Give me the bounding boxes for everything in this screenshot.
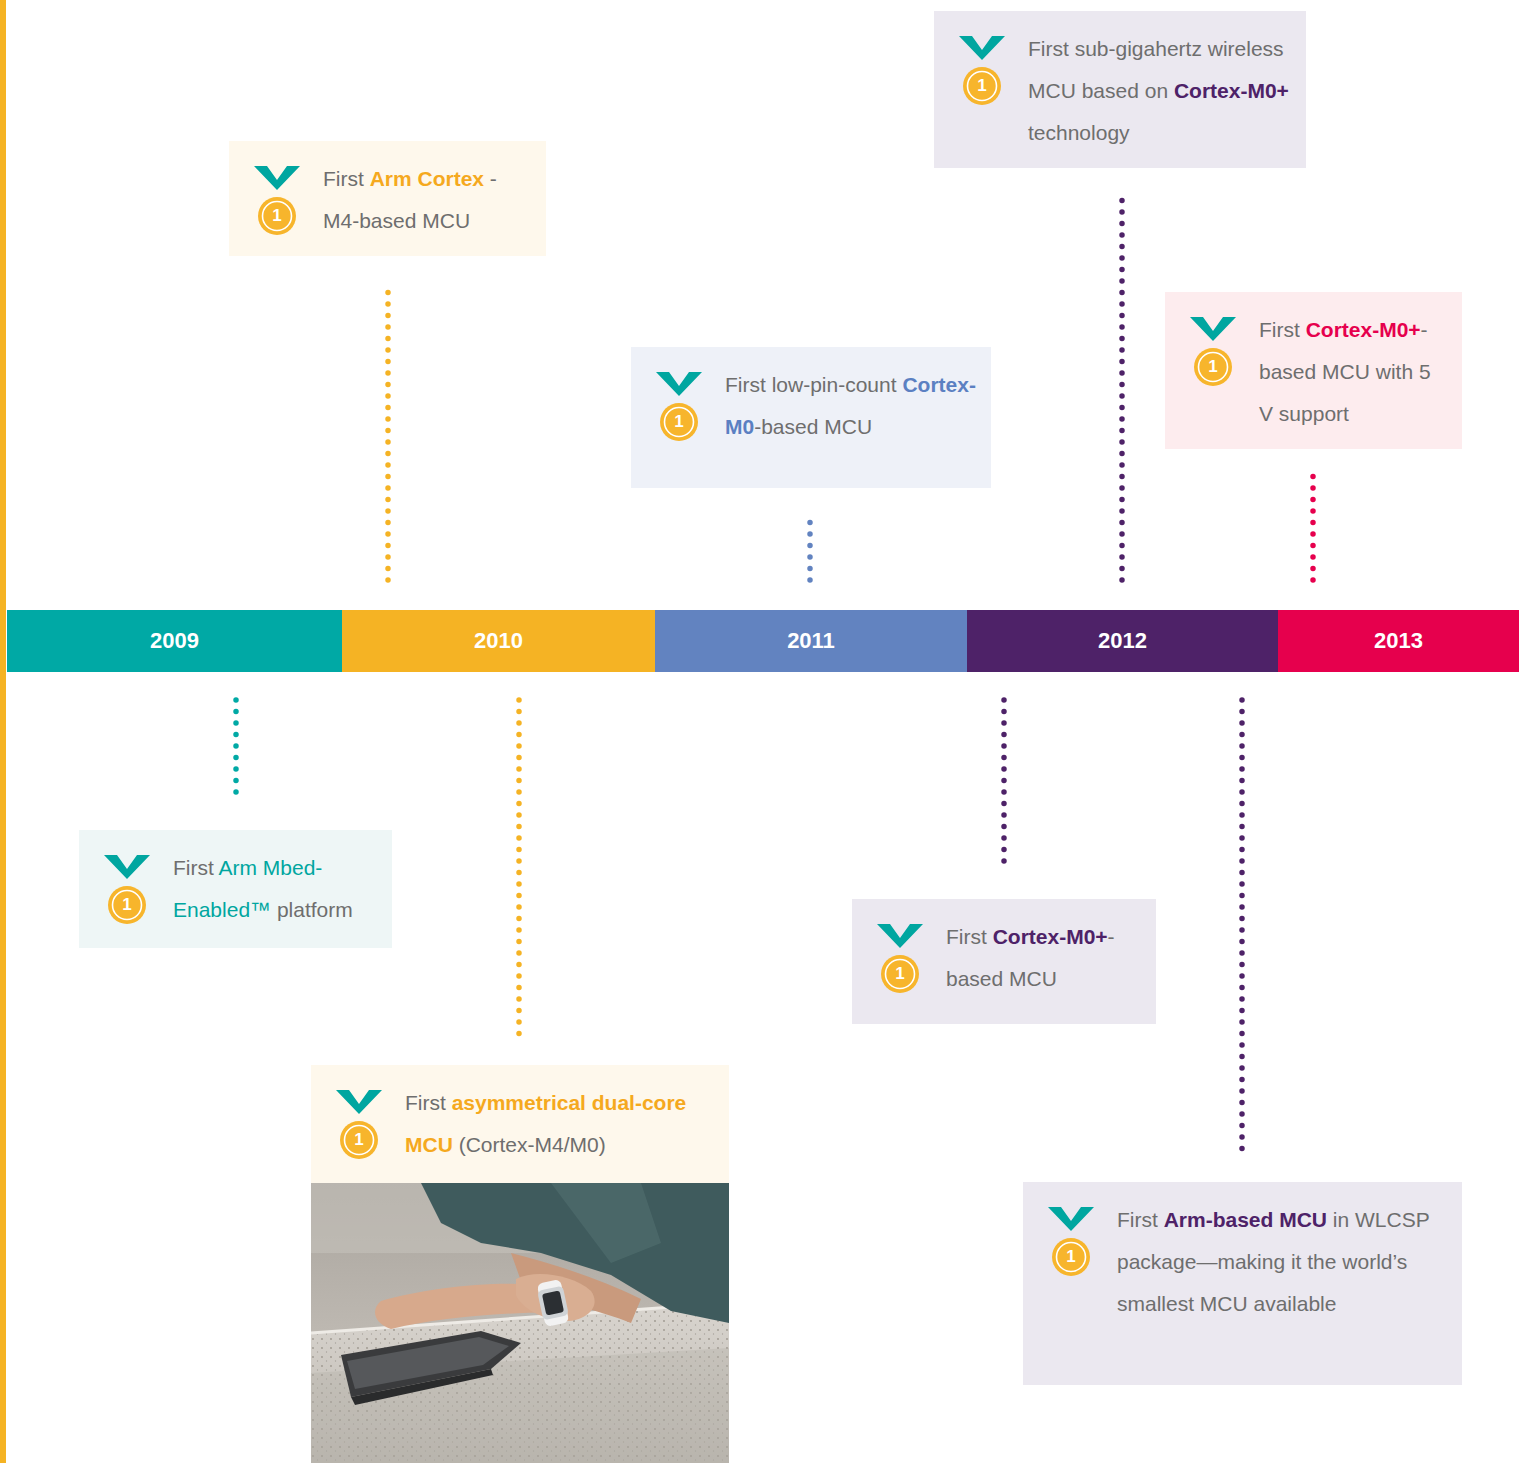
dotted-connector	[1310, 474, 1316, 580]
year-label: 2010	[474, 628, 523, 654]
side-strip	[0, 0, 6, 1463]
dotted-connector	[1239, 700, 1245, 1154]
text-run: First	[173, 856, 219, 879]
text-run: 2009	[150, 628, 199, 653]
dotted-connector	[807, 513, 813, 580]
milestone-text: First Arm Cortex - M4-based MCU	[323, 158, 532, 242]
medal-number: 1	[669, 410, 689, 434]
dotted-connector	[1119, 193, 1125, 580]
medal-icon	[958, 35, 1006, 107]
medal-number: 1	[267, 204, 287, 228]
text-run: technology	[1028, 121, 1130, 144]
year-label: 2013	[1374, 628, 1423, 654]
text-run: 2013	[1374, 628, 1423, 653]
medal-number: 1	[1203, 355, 1223, 379]
medal-icon	[1189, 316, 1237, 388]
text-run: -based MCU	[754, 415, 872, 438]
text-run: First	[405, 1091, 452, 1114]
milestone-text: First sub-gigahertz wireless MCU based o…	[1028, 28, 1292, 154]
dotted-connector	[516, 700, 522, 1037]
milestone-box: First Cortex-M0+- based MCU 1	[852, 899, 1156, 1024]
dotted-connector	[1001, 700, 1007, 871]
medal-icon	[103, 854, 151, 926]
year-band: 2012	[967, 610, 1278, 672]
medal-icon	[335, 1089, 383, 1161]
milestone-box: First asymmetrical dual-core MCU (Cortex…	[311, 1065, 729, 1183]
milestone-box: First Arm Cortex - M4-based MCU 1	[229, 141, 546, 256]
text-run: platform	[271, 898, 353, 921]
year-label: 2012	[1098, 628, 1147, 654]
milestone-box: First Arm Mbed-Enabled™ platform 1	[79, 830, 392, 948]
text-run: First	[946, 925, 993, 948]
milestone-box: First Arm-based MCU in WLCSP package—mak…	[1023, 1182, 1462, 1385]
text-run: First	[1117, 1208, 1164, 1231]
text-run: (Cortex-M4/M0)	[453, 1133, 606, 1156]
highlight-run: Cortex-M0+	[1174, 79, 1289, 102]
text-run: First	[1259, 318, 1306, 341]
medal-icon	[876, 923, 924, 995]
milestone-box: First low-pin-count Cortex-M0-based MCU 1	[631, 347, 991, 488]
year-band: 2013	[1278, 610, 1519, 672]
milestone-text: First Arm-based MCU in WLCSP package—mak…	[1117, 1199, 1448, 1325]
milestone-text: First Cortex-M0+- based MCU	[946, 916, 1142, 1000]
year-band: 2010	[342, 610, 655, 672]
year-band: 2009	[7, 610, 342, 672]
medal-icon	[253, 165, 301, 237]
milestone-text: First Arm Mbed-Enabled™ platform	[173, 847, 378, 931]
highlight-run: Arm-based MCU	[1164, 1208, 1327, 1231]
milestone-box: First sub-gigahertz wireless MCU based o…	[934, 11, 1306, 168]
year-label: 2009	[150, 628, 199, 654]
medal-icon	[1047, 1206, 1095, 1278]
medal-icon	[655, 371, 703, 443]
text-run: 2012	[1098, 628, 1147, 653]
highlight-run: Arm Cortex	[370, 167, 484, 190]
text-run: 2011	[787, 628, 835, 653]
medal-number: 1	[972, 74, 992, 98]
year-band: 2011	[655, 610, 967, 672]
medal-number: 1	[117, 893, 137, 917]
text-run: 2010	[474, 628, 523, 653]
dotted-connector	[385, 281, 391, 580]
milestone-box: First Cortex-M0+-based MCU with 5 V supp…	[1165, 292, 1462, 449]
smartwatch-photo	[311, 1183, 729, 1463]
medal-number: 1	[1061, 1245, 1081, 1269]
highlight-run: Cortex-M0+	[1306, 318, 1421, 341]
medal-number: 1	[349, 1128, 369, 1152]
text-run: First	[323, 167, 370, 190]
milestone-text: First Cortex-M0+-based MCU with 5 V supp…	[1259, 309, 1448, 435]
highlight-run: Cortex-M0+	[993, 925, 1108, 948]
milestone-text: First asymmetrical dual-core MCU (Cortex…	[405, 1082, 715, 1166]
text-run: First low-pin-count	[725, 373, 902, 396]
dotted-connector	[233, 700, 239, 802]
milestone-text: First low-pin-count Cortex-M0-based MCU	[725, 364, 977, 448]
year-label: 2011	[787, 628, 835, 654]
medal-number: 1	[890, 962, 910, 986]
